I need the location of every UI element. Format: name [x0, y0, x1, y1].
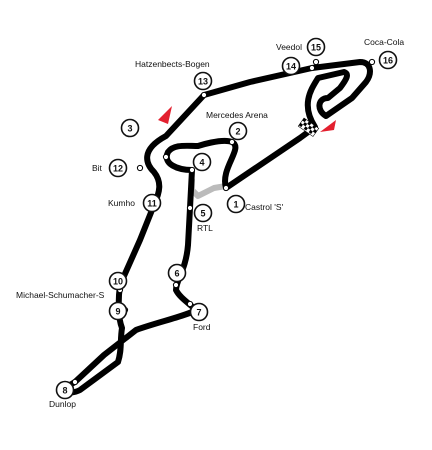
corner-name: Veedol	[276, 42, 302, 52]
corner-6: 6	[167, 263, 187, 289]
corner-name: Dunlop	[49, 399, 76, 409]
corner-number-circle	[108, 271, 128, 291]
corner-dot	[308, 64, 316, 72]
corner-9: 9	[108, 301, 129, 321]
corner-number: 4	[199, 158, 204, 168]
corner-dot	[368, 58, 376, 66]
corner-15: 15 Veedol	[276, 37, 326, 66]
direction-arrow-icon	[320, 120, 336, 132]
track-outline	[63, 59, 373, 396]
corner-number: 10	[113, 277, 123, 287]
corner-name: Castrol 'S'	[245, 202, 284, 212]
corner-number: 1	[233, 200, 238, 210]
corner-number-circle	[193, 203, 213, 223]
corner-name: Kumho	[108, 198, 135, 208]
corner-number: 5	[200, 209, 205, 219]
corner-number-circle	[378, 50, 398, 70]
corner-number-circle	[226, 194, 246, 214]
corner-number-circle	[192, 152, 212, 172]
corner-number-circle	[55, 380, 75, 400]
direction-arrow-icon	[158, 106, 172, 124]
corner-number: 13	[198, 77, 208, 87]
corner-dot	[312, 58, 320, 66]
corner-number-circle	[189, 302, 209, 322]
corner-dot	[71, 378, 79, 386]
corner-dot	[162, 153, 170, 161]
corner-number: 2	[235, 127, 240, 137]
corner-number: 15	[311, 43, 321, 53]
corner-number: 16	[383, 56, 393, 66]
corner-number-circle	[108, 158, 128, 178]
corner-name: Mercedes Arena	[206, 110, 268, 120]
corner-number-circle	[281, 56, 301, 76]
corner-name: Michael-Schumacher-S	[16, 290, 105, 300]
corner-number: 8	[62, 386, 67, 396]
corner-dot	[172, 281, 180, 289]
corner-number: 7	[196, 308, 201, 318]
corner-number-circle	[142, 193, 162, 213]
corner-name: Hatzenbects-Bogen	[135, 59, 210, 69]
corner-14: 14	[281, 56, 316, 76]
checkered-flag-icon	[297, 117, 320, 137]
corner-number-circle	[108, 301, 128, 321]
corner-2: 2 Mercedes Arena	[206, 110, 268, 146]
corner-number-circle	[167, 263, 187, 283]
corner-dot	[188, 166, 196, 174]
corner-number-circle	[120, 118, 140, 138]
corner-3: 3	[120, 118, 170, 161]
corner-dot	[228, 138, 236, 146]
corner-number: 9	[115, 307, 120, 317]
corner-name: Bit	[92, 163, 103, 173]
corner-dot	[222, 184, 230, 192]
corner-12: 12 Bit	[92, 158, 144, 178]
corner-16: 16 Coca-Cola	[364, 37, 404, 70]
corner-dot	[136, 164, 144, 172]
corner-number-circle	[193, 71, 213, 91]
corner-name: RTL	[197, 223, 213, 233]
corner-number: 3	[127, 124, 132, 134]
corner-dot	[186, 300, 194, 308]
corner-number: 11	[147, 199, 157, 209]
corner-13: 13 Hatzenbects-Bogen	[135, 59, 213, 99]
corner-number: 6	[174, 269, 179, 279]
corner-number-circle	[228, 121, 248, 141]
corner-name: Ford	[193, 322, 211, 332]
corner-number: 14	[286, 62, 296, 72]
corner-11: 11 Kumho	[108, 193, 162, 213]
corner-dot	[186, 204, 194, 212]
corner-1: 1 Castrol 'S'	[222, 184, 284, 214]
corner-dot	[200, 91, 208, 99]
corner-4: 4	[188, 152, 212, 174]
pit-lane	[189, 177, 229, 199]
corner-name: Coca-Cola	[364, 37, 404, 47]
corner-number: 12	[113, 164, 123, 174]
corner-number-circle	[306, 37, 326, 57]
